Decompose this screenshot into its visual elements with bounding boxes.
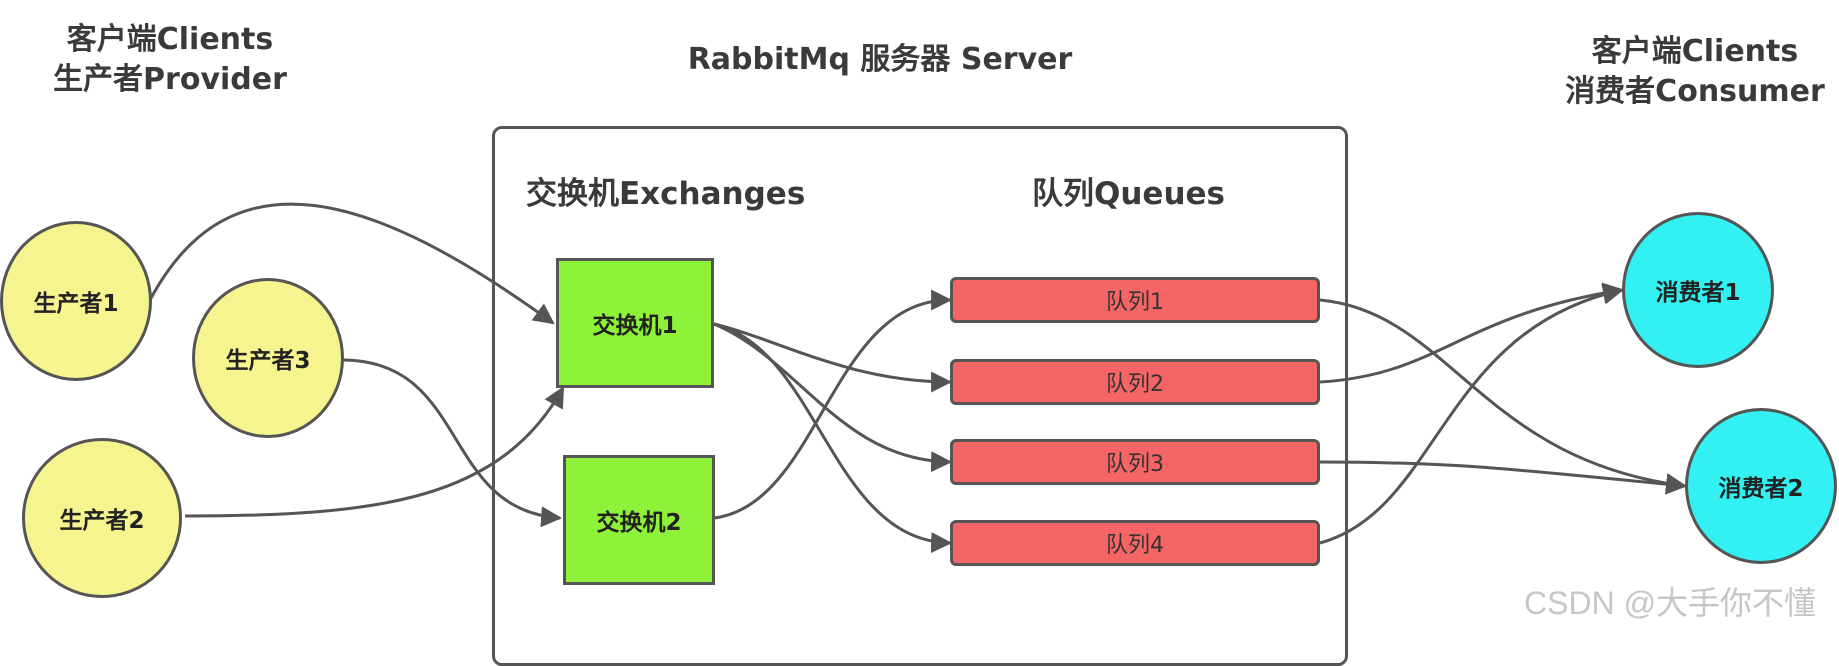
queue-4-node: 队列4 [950,520,1320,566]
edge-exchange1-queue4 [713,322,953,553]
server-heading: RabbitMq 服务器 Server [687,42,1073,77]
queue-1-node: 队列1 [950,277,1320,323]
edge-producer2-exchange1 [184,386,565,518]
edge-queue2-consumer1 [1319,282,1625,384]
consumer-1-node: 消费者1 [1622,212,1774,368]
csdn-watermark: CSDN @大手你不懂 [1524,585,1817,621]
producer-2-node: 生产者2 [22,438,182,598]
edge-exchange1-queue2 [713,322,953,393]
producer-heading-line1: 客户端Clients [66,22,274,57]
exchange-1-node: 交换机1 [556,258,714,388]
edge-producer3-exchange2 [341,358,563,528]
edge-queue4-consumer1 [1319,283,1625,545]
consumer-heading-line1: 客户端Clients [1591,34,1799,69]
exchange-2-node: 交换机2 [563,455,715,585]
producer-1-node: 生产者1 [0,221,152,381]
rabbitmq-architecture-diagram: 客户端Clients 生产者Provider RabbitMq 服务器 Serv… [0,20,1839,666]
producer-3-node: 生产者3 [192,278,344,438]
edge-exchange2-queue1 [713,289,953,520]
edge-queue3-consumer2 [1319,460,1688,495]
consumer-heading-line2: 消费者Consumer [1565,74,1825,109]
consumer-clients-heading: 客户端Clients 消费者Consumer [1545,32,1839,112]
consumer-2-node: 消费者2 [1685,408,1837,564]
edge-queue1-consumer2 [1319,298,1688,495]
connection-edges [148,202,1688,553]
exchanges-section-title: 交换机Exchanges [526,176,806,212]
queues-section-title: 队列Queues [1032,176,1225,212]
queue-2-node: 队列2 [950,359,1320,405]
producer-clients-heading: 客户端Clients 生产者Provider [20,20,320,100]
queue-3-node: 队列3 [950,439,1320,485]
producer-heading-line2: 生产者Provider [53,62,287,97]
edge-exchange1-queue3 [713,322,953,473]
edge-producer1-exchange1 [148,202,555,325]
